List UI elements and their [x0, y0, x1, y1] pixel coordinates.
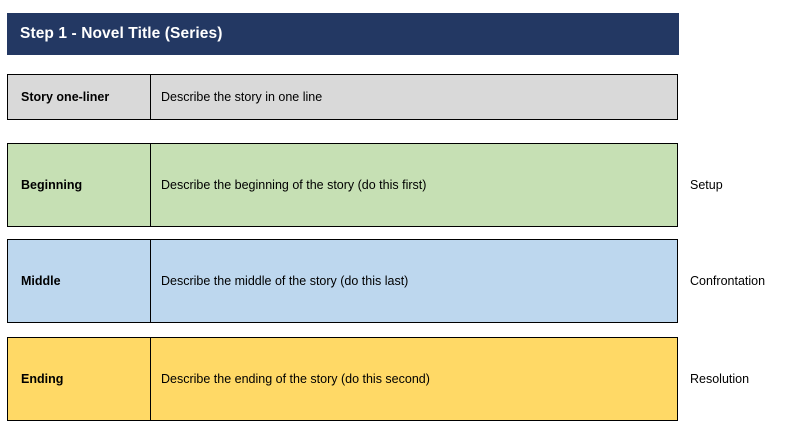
row-description-middle[interactable]: Describe the middle of the story (do thi…	[161, 274, 409, 288]
side-note-resolution: Resolution	[690, 372, 750, 386]
table-row-story-one-liner[interactable]: Story one-liner Describe the story in on…	[7, 74, 678, 120]
row-description-ending[interactable]: Describe the ending of the story (do thi…	[161, 372, 430, 386]
row-description-story-one-liner[interactable]: Describe the story in one line	[161, 90, 323, 104]
row-label-story-one-liner: Story one-liner	[8, 75, 151, 119]
row-label-beginning: Beginning	[8, 144, 151, 226]
side-note-confrontation: Confrontation	[690, 274, 766, 288]
row-description-beginning[interactable]: Describe the beginning of the story (do …	[161, 178, 427, 192]
side-note-setup: Setup	[690, 178, 723, 192]
table-row-ending[interactable]: Ending Describe the ending of the story …	[7, 337, 678, 421]
step-title-bar: Step 1 - Novel Title (Series)	[7, 13, 679, 55]
page-title: Step 1 - Novel Title (Series)	[20, 25, 223, 42]
table-row-middle[interactable]: Middle Describe the middle of the story …	[7, 239, 678, 323]
row-label-ending: Ending	[8, 338, 151, 420]
row-label-middle: Middle	[8, 240, 151, 322]
table-row-beginning[interactable]: Beginning Describe the beginning of the …	[7, 143, 678, 227]
